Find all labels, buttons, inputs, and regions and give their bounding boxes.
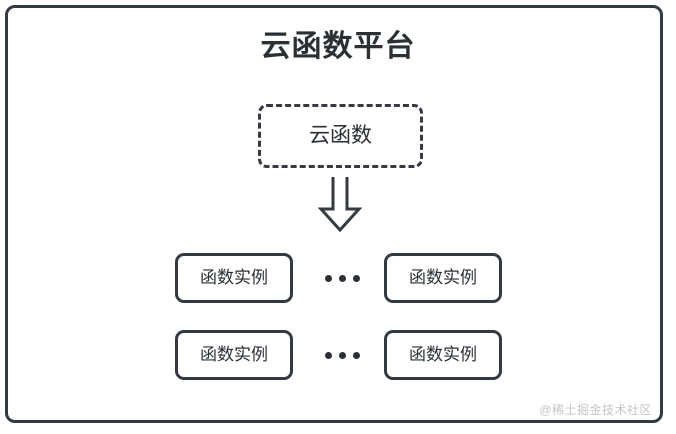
page-title: 云函数平台 — [260, 30, 416, 63]
function-instance-box: 函数实例 — [175, 253, 293, 303]
function-instance-label: 函数实例 — [409, 345, 477, 364]
ellipsis-dot — [352, 351, 360, 359]
cloud-function-node: 云函数 — [258, 104, 423, 168]
function-instance-label: 函数实例 — [200, 345, 268, 364]
watermark: @稀土掘金技术社区 — [539, 403, 652, 417]
function-instance-box: 函数实例 — [384, 253, 502, 303]
ellipsis-icon — [314, 330, 370, 380]
ellipsis-dot — [338, 274, 346, 282]
function-instance-box: 函数实例 — [175, 330, 293, 380]
cloud-function-label: 云函数 — [309, 124, 372, 147]
ellipsis-icon — [314, 253, 370, 303]
instance-row: 函数实例 函数实例 — [0, 253, 676, 303]
ellipsis-dot — [324, 274, 332, 282]
ellipsis-dot — [338, 351, 346, 359]
instance-row: 函数实例 函数实例 — [0, 330, 676, 380]
ellipsis-dot — [352, 274, 360, 282]
function-instance-box: 函数实例 — [384, 330, 502, 380]
function-instance-label: 函数实例 — [409, 268, 477, 287]
down-block-arrow-icon — [316, 176, 364, 233]
ellipsis-dot — [324, 351, 332, 359]
function-instance-label: 函数实例 — [200, 268, 268, 287]
